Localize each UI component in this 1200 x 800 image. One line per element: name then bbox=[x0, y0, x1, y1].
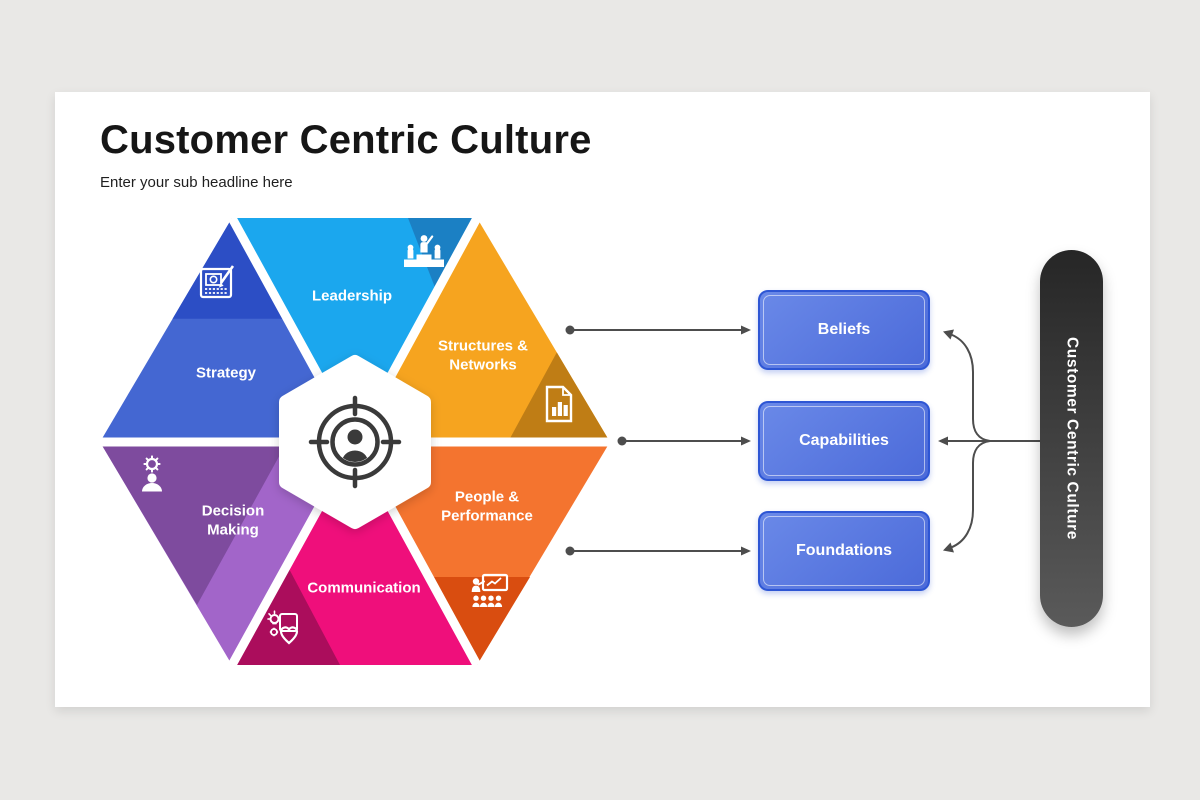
segment-people-shape bbox=[355, 442, 610, 665]
document-bar-chart-icon bbox=[545, 385, 573, 423]
segment-decision-accent bbox=[100, 442, 287, 605]
segment-people-performance bbox=[355, 442, 610, 665]
segment-label-structures-networks: Structures & Networks bbox=[437, 337, 529, 373]
connector-side-label-branch bbox=[938, 329, 1040, 553]
pillar-label-capabilities: Capabilities bbox=[799, 432, 889, 449]
connector-capabilities bbox=[617, 436, 751, 446]
pillar-box-foundations: Foundations bbox=[758, 511, 930, 591]
slide-subtitle: Enter your sub headline here bbox=[100, 174, 293, 191]
segment-label-decision-making: Decision Making bbox=[201, 502, 265, 538]
segment-strategy-shape bbox=[100, 218, 355, 442]
pillar-box-beliefs: Beliefs bbox=[758, 290, 930, 370]
person-gear-icon bbox=[142, 455, 162, 492]
idea-heart-icon bbox=[267, 610, 299, 645]
connector-foundations bbox=[565, 546, 751, 556]
side-label-text: Customer Centric Culture bbox=[1063, 336, 1081, 540]
slide-title: Customer Centric Culture bbox=[100, 118, 592, 162]
calculator-pencil-icon bbox=[199, 265, 235, 299]
segment-people-accent bbox=[429, 577, 530, 665]
customer-target-icon bbox=[308, 395, 402, 489]
connector-beliefs bbox=[565, 325, 751, 335]
segment-label-communication: Communication bbox=[307, 579, 421, 597]
segment-label-leadership: Leadership bbox=[311, 287, 393, 305]
segment-decision-making bbox=[100, 442, 355, 665]
segment-label-people-performance: People & Performance bbox=[441, 488, 533, 524]
presenter-audience-icon bbox=[471, 573, 509, 607]
segment-separators bbox=[100, 215, 610, 668]
segment-leadership-shape bbox=[232, 218, 477, 442]
segment-label-strategy: Strategy bbox=[195, 364, 257, 382]
pillar-label-foundations: Foundations bbox=[796, 542, 892, 559]
winners-podium-icon bbox=[404, 235, 444, 267]
pillar-box-capabilities: Capabilities bbox=[758, 401, 930, 481]
side-label-pill: Customer Centric Culture bbox=[1040, 250, 1103, 627]
pillar-label-beliefs: Beliefs bbox=[817, 321, 871, 338]
segment-structures-accent bbox=[508, 352, 610, 442]
